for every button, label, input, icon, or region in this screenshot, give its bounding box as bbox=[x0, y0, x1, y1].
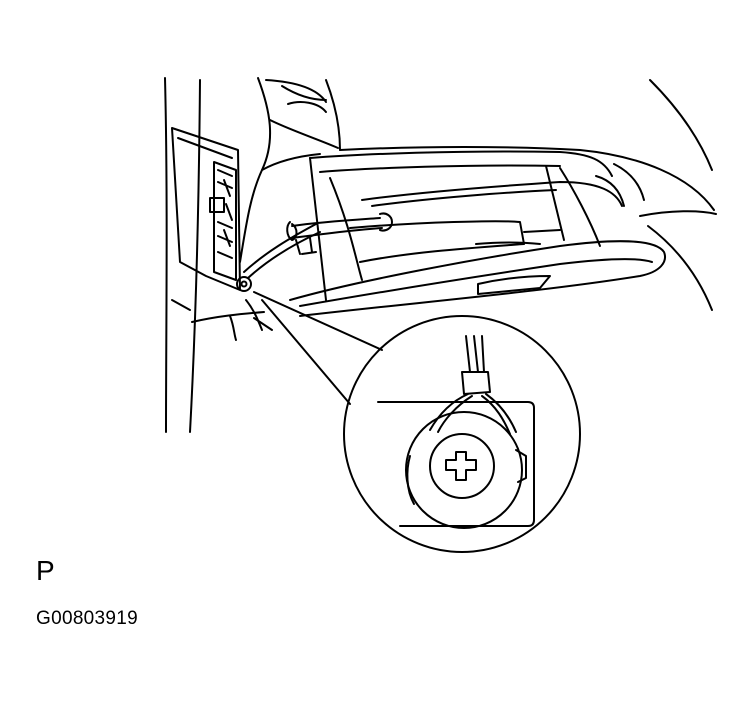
junction-block bbox=[171, 127, 241, 291]
ground-wire bbox=[236, 223, 321, 292]
pillar-panel bbox=[164, 77, 201, 433]
kick-panel bbox=[191, 299, 273, 341]
dashboard-upper bbox=[239, 77, 717, 311]
detail-circle bbox=[343, 315, 581, 553]
callout-leader bbox=[253, 291, 383, 405]
figure-id: G00803919 bbox=[36, 608, 139, 629]
view-label: P bbox=[36, 555, 55, 586]
glove-box-stay bbox=[286, 212, 393, 255]
glove-box bbox=[289, 150, 666, 317]
